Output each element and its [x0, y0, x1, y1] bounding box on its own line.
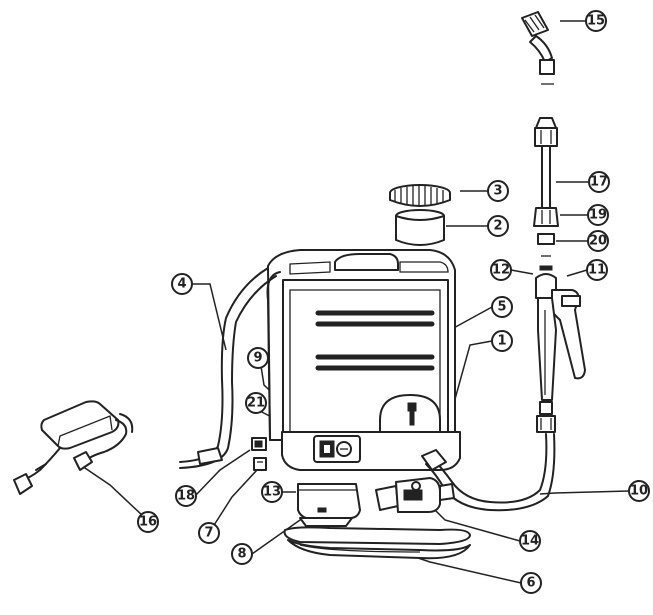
tank	[266, 249, 461, 471]
callout-20: 20	[587, 230, 609, 252]
callout-21-label: 21	[247, 396, 265, 411]
callout-2-label: 2	[493, 219, 502, 234]
callout-13: 13	[261, 481, 283, 503]
callout-18-label: 18	[177, 489, 195, 504]
callout-1-label: 1	[497, 334, 506, 349]
callout-9: 9	[247, 347, 269, 369]
callout-5-label: 5	[497, 300, 506, 315]
callout-13-label: 13	[263, 485, 281, 500]
switch-parts	[251, 437, 267, 471]
battery	[297, 483, 361, 527]
callout-20-label: 20	[589, 234, 607, 249]
callout-11-label: 11	[588, 263, 606, 278]
callout-6: 6	[520, 572, 542, 594]
callout-2: 2	[487, 215, 509, 237]
callout-12: 12	[490, 259, 512, 281]
callout-21: 21	[245, 392, 267, 414]
callout-15-label: 15	[587, 14, 605, 29]
callout-16-label: 16	[139, 515, 157, 530]
callout-5: 5	[491, 296, 513, 318]
callout-10: 10	[628, 480, 650, 502]
charger	[13, 400, 134, 495]
callout-10-label: 10	[630, 484, 648, 499]
callout-8: 8	[231, 543, 253, 565]
pump-motor	[375, 477, 455, 513]
tank-filter	[395, 209, 445, 246]
callout-12-label: 12	[492, 263, 510, 278]
callout-14: 14	[519, 530, 541, 552]
callout-4-label: 4	[177, 277, 186, 292]
callout-7-label: 7	[204, 526, 213, 541]
callout-1: 1	[491, 330, 513, 352]
callout-16: 16	[137, 511, 159, 533]
callout-18: 18	[175, 485, 197, 507]
callout-17-label: 17	[590, 175, 608, 190]
hose	[421, 433, 556, 512]
base-tray	[283, 526, 471, 560]
callout-11: 11	[586, 259, 608, 281]
callout-19: 19	[587, 204, 609, 226]
callout-14-label: 14	[521, 534, 539, 549]
callout-3: 3	[487, 180, 509, 202]
callout-9-label: 9	[253, 351, 262, 366]
tank-cap	[389, 184, 451, 207]
callout-7: 7	[198, 522, 220, 544]
callout-15: 15	[585, 10, 607, 32]
callout-4: 4	[171, 273, 193, 295]
spray-lance	[521, 11, 586, 433]
callout-19-label: 19	[589, 208, 607, 223]
callout-3-label: 3	[493, 184, 502, 199]
callout-17: 17	[588, 171, 610, 193]
callout-6-label: 6	[526, 576, 535, 591]
callout-8-label: 8	[237, 547, 246, 562]
shoulder-strap	[179, 267, 277, 469]
